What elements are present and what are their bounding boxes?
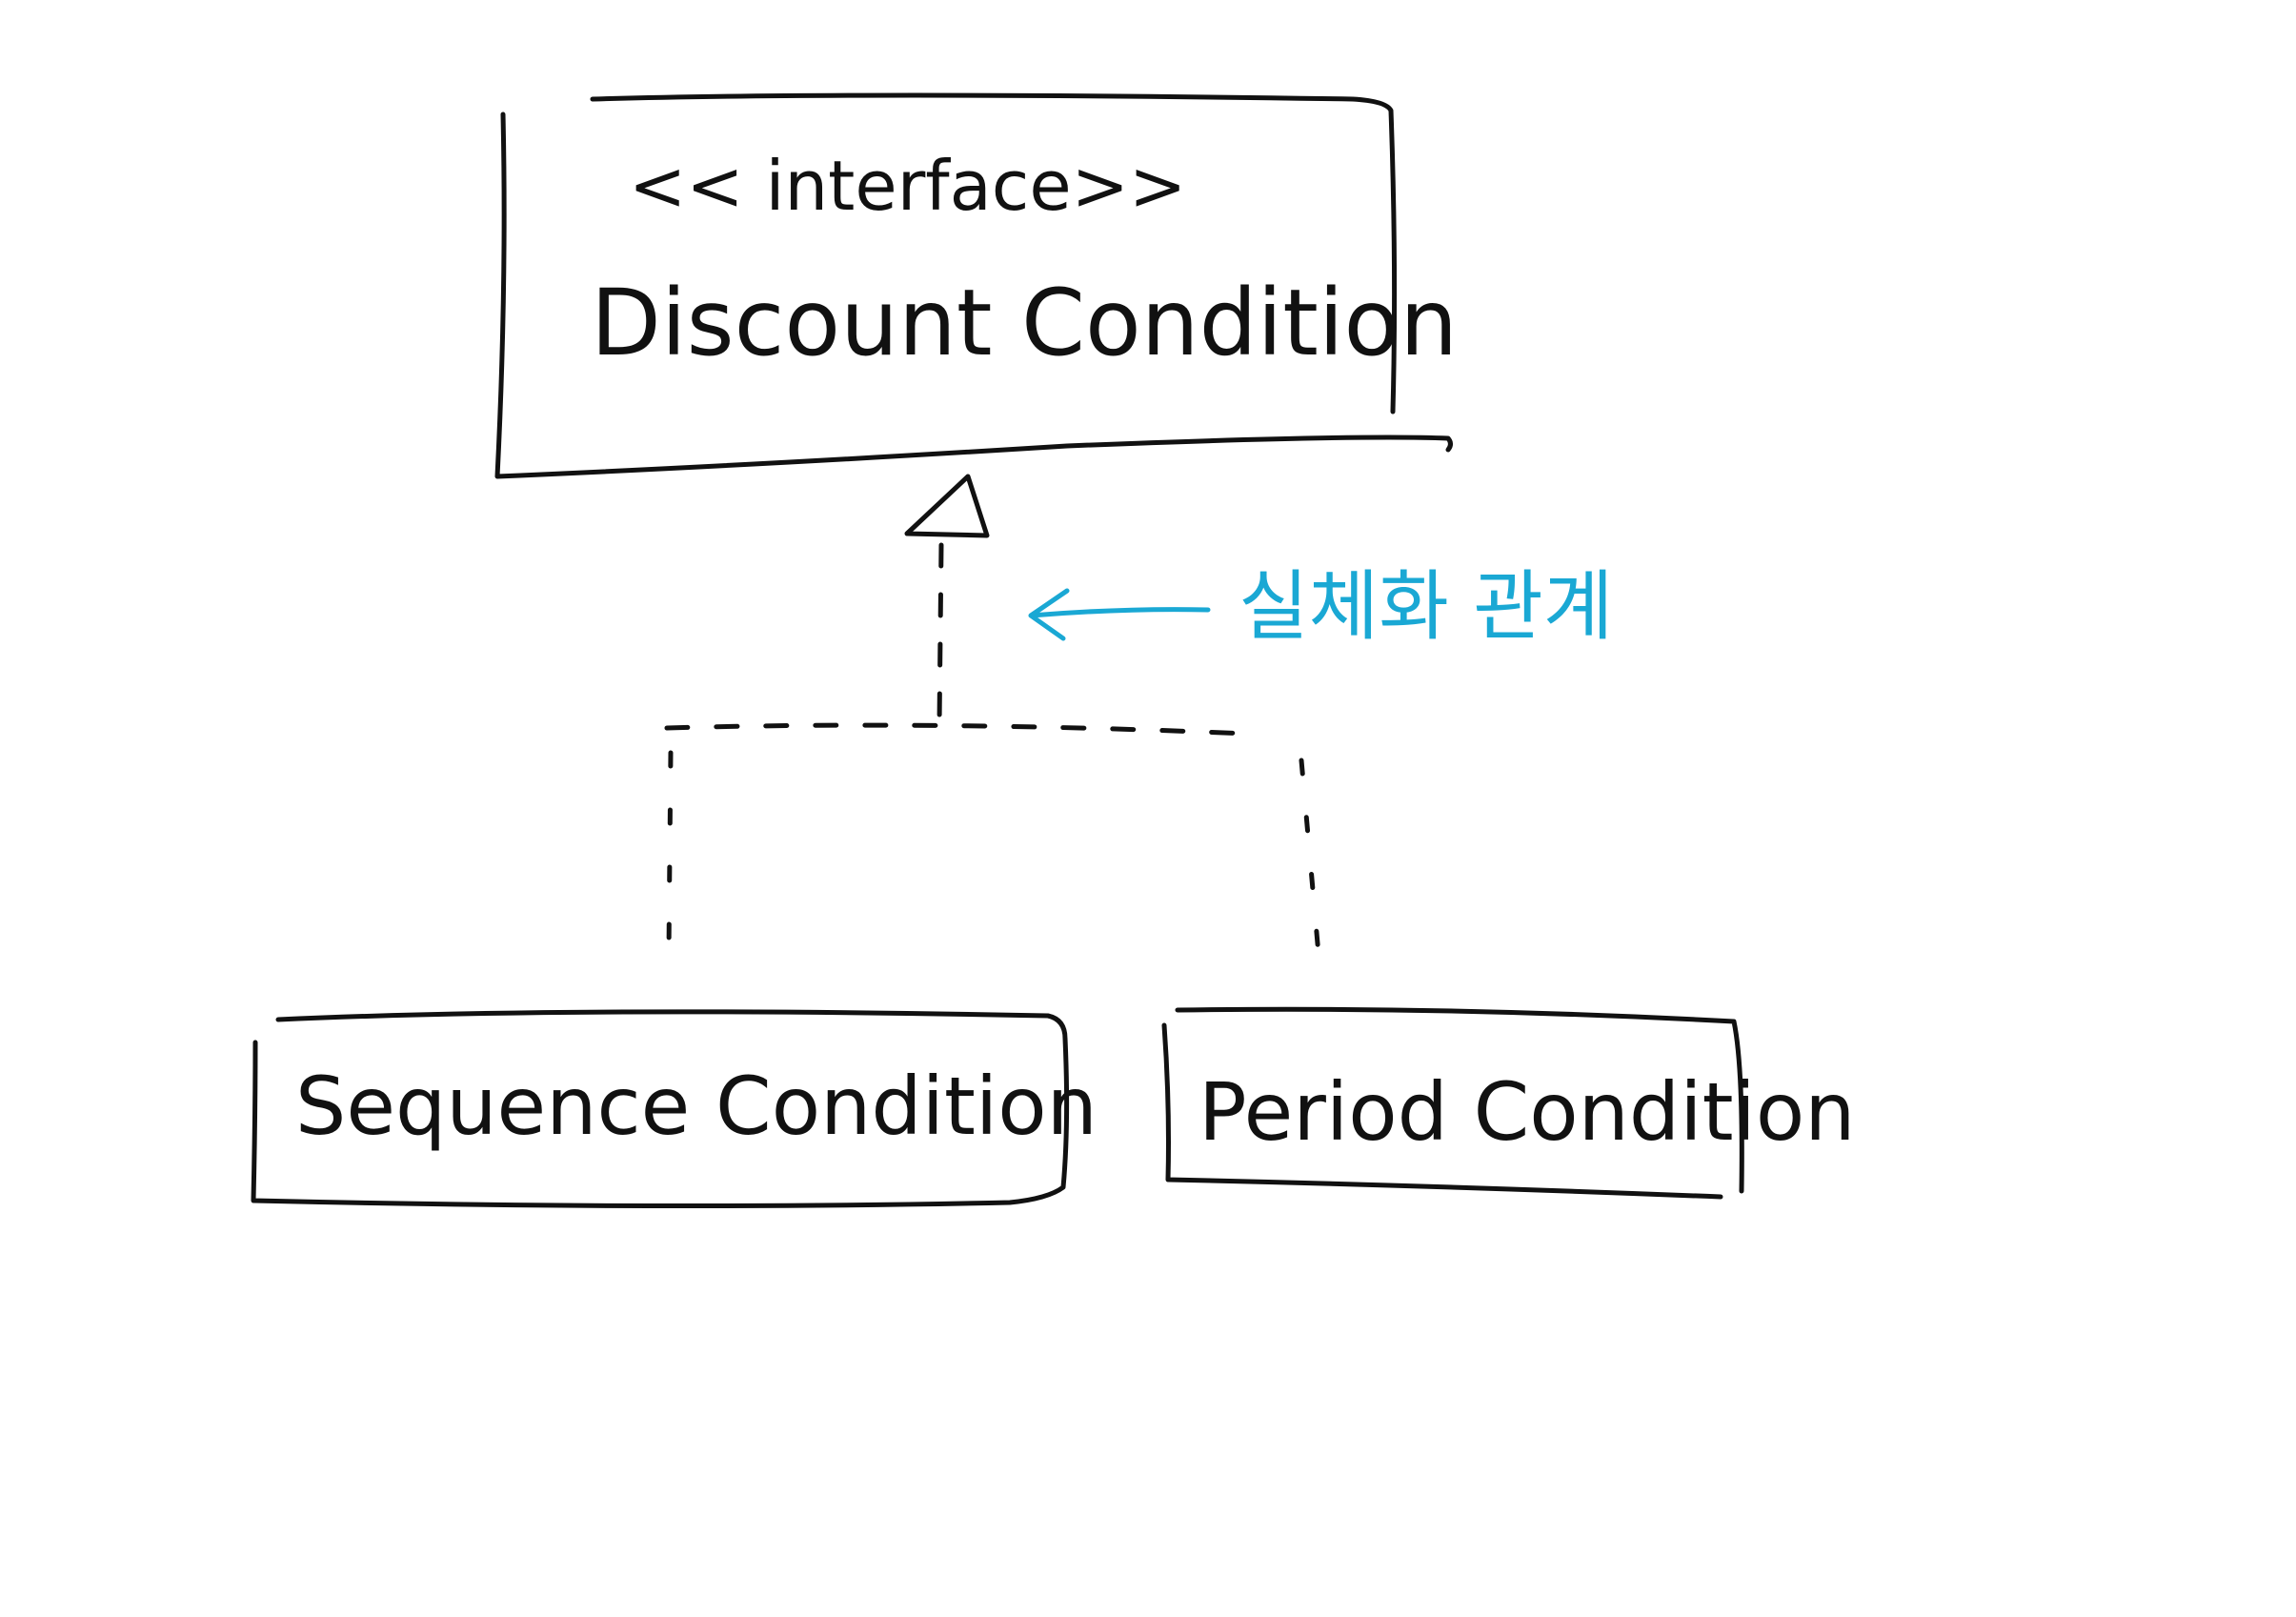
realization-arrowhead bbox=[904, 474, 990, 538]
interface-name: Discount Condition bbox=[591, 270, 1458, 376]
interface-box-border bbox=[494, 92, 1453, 479]
subclass-box-period[interactable]: Period Condition bbox=[1161, 1006, 1855, 1200]
annotation-arrow-left-icon bbox=[1028, 588, 1211, 641]
realization-lines bbox=[664, 542, 1323, 979]
subclass-box-sequence-border bbox=[251, 1009, 1070, 1209]
subclass-box-period-border bbox=[1161, 1006, 1744, 1200]
realization-horizontal-line bbox=[664, 722, 1251, 737]
subclass-name-sequence: Sequence Condition bbox=[295, 1060, 1098, 1153]
subclass-name-period: Period Condition bbox=[1198, 1065, 1855, 1159]
subclass-box-sequence[interactable]: Sequence Condition bbox=[251, 1009, 1098, 1209]
realization-annotation: 실체화 관계 bbox=[1028, 562, 1613, 651]
annotation-label: 실체화 관계 bbox=[1239, 562, 1613, 651]
interface-box[interactable]: << interface>> Discount Condition bbox=[494, 92, 1458, 479]
interface-stereotype: << interface>> bbox=[629, 146, 1186, 226]
realization-branch-right bbox=[1299, 758, 1323, 979]
realization-trunk-line bbox=[937, 542, 944, 727]
realization-branch-left bbox=[666, 750, 674, 956]
